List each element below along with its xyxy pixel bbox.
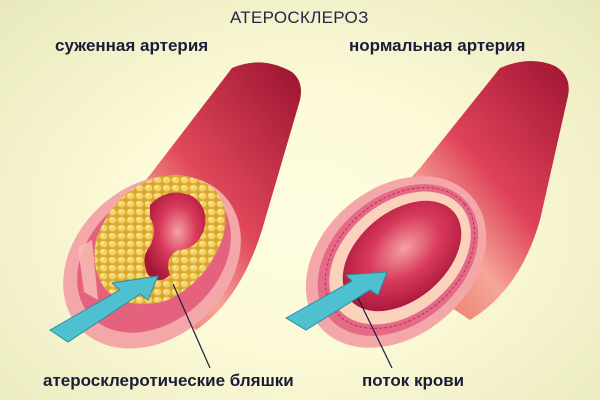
normal-artery-label: нормальная артерия xyxy=(349,36,526,55)
narrowed-artery-label: суженная артерия xyxy=(55,36,209,55)
diagram-title: АТЕРОСКЛЕРОЗ xyxy=(230,8,369,27)
blood-flow-label: поток крови xyxy=(362,371,465,390)
narrowed-lumen xyxy=(144,192,206,280)
blood-flow-arrow-left xyxy=(49,275,159,343)
blood-flow-arrow-right xyxy=(285,271,388,331)
plaques-label: атеросклеротические бляшки xyxy=(43,371,294,390)
pointer-line-blood-flow xyxy=(357,297,393,369)
pointer-line-plaques xyxy=(172,283,211,369)
normal-artery xyxy=(305,60,569,348)
